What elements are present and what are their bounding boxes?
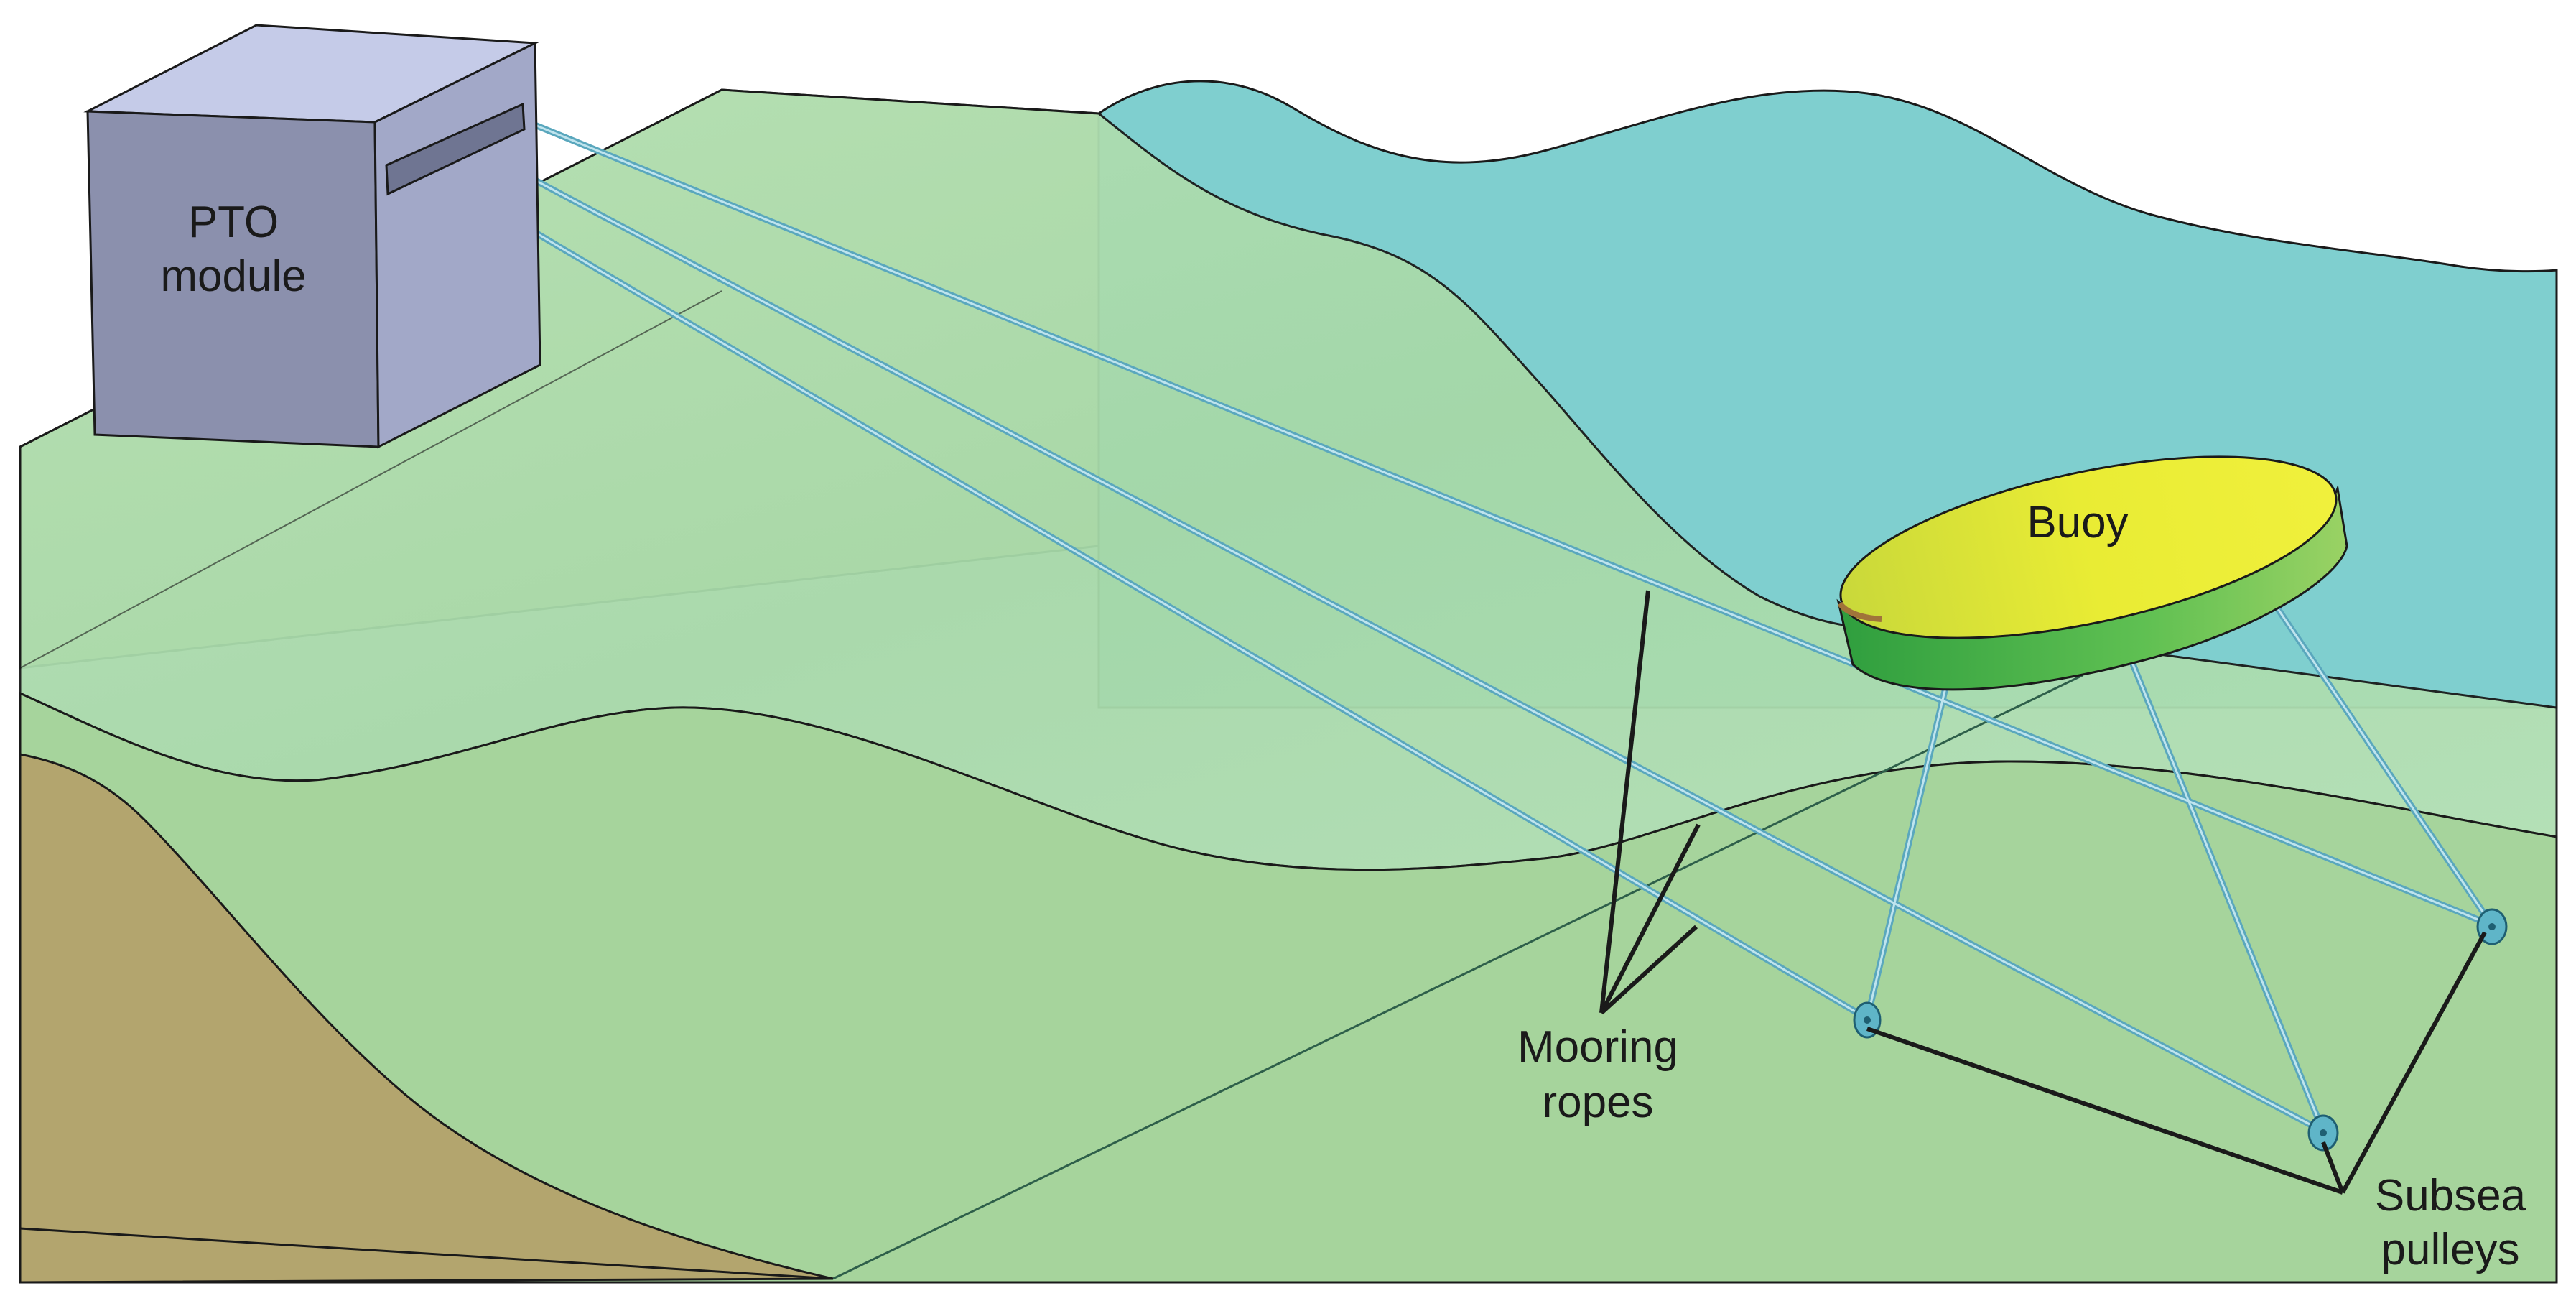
pto-label-line2: module <box>160 251 306 301</box>
pulley-leader-lines <box>1866 931 2487 1195</box>
mooring-leader-lines <box>1599 590 1701 1015</box>
pulleys-label-line2: pulleys <box>2381 1225 2520 1274</box>
mooring-label-line2: ropes <box>1542 1078 1653 1127</box>
buoy-disc: Buoy <box>1836 455 2348 691</box>
pto-module-box: PTO module <box>83 24 541 449</box>
buoy-top <box>1839 455 2338 639</box>
pto-label-line1: PTO <box>188 198 279 247</box>
sand-edge-line <box>19 290 722 669</box>
subsea-pulley <box>2307 1114 2339 1152</box>
seabed-edge-line <box>832 674 2083 1280</box>
buoy-label: Buoy <box>2027 498 2128 547</box>
rope-highlights <box>414 122 2493 1133</box>
pto-side-face <box>373 41 541 449</box>
pto-rope-slot <box>385 102 526 196</box>
buoy-rim <box>1837 601 1882 622</box>
mooring-label-line1: Mooring <box>1517 1022 1678 1072</box>
pulleys-label-line1: Subsea <box>2375 1171 2526 1221</box>
seabed-baseline <box>19 1227 834 1280</box>
shore-cliff <box>19 753 834 1284</box>
